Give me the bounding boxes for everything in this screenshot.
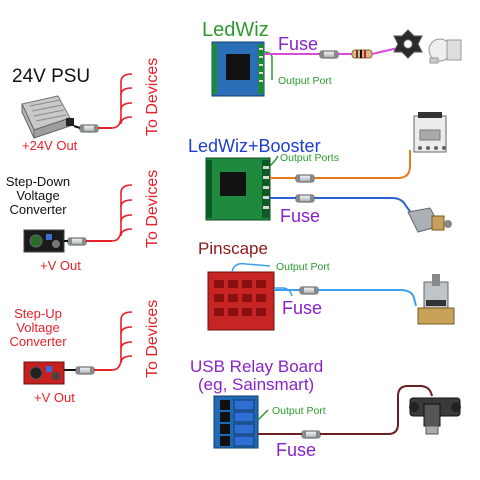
relay-title-l1: USB Relay Board	[190, 357, 323, 376]
booster-fuse-1	[295, 174, 315, 183]
psu-image	[21, 95, 74, 139]
stepup-group: Step-Up Voltage Converter +V Out To Devi…	[9, 300, 161, 405]
booster-title: LedWiz+Booster	[188, 136, 321, 156]
solenoid-icon	[417, 274, 455, 325]
ledwiz-fuse	[319, 50, 339, 59]
stepdown-device-wires	[111, 184, 133, 242]
pinscape-group: Pinscape Output Port Fuse	[198, 239, 455, 331]
psu-group: 24V PSU +24V Out To Devices	[12, 58, 161, 153]
relay-fuse-label: Fuse	[276, 440, 316, 460]
stepdown-title-l2: Voltage	[16, 188, 59, 203]
psu-out-label: +24V Out	[22, 138, 78, 153]
ledwiz-group: LedWiz Output Port Fuse	[202, 19, 462, 97]
stepup-title-l2: Voltage	[16, 320, 59, 335]
ledwiz-port-label: Output Port	[278, 75, 332, 87]
booster-board	[205, 157, 271, 221]
ledwiz-port-arrow	[263, 51, 273, 80]
relay-board	[213, 395, 259, 449]
stepup-out-label: +V Out	[34, 390, 75, 405]
stepup-fuse	[75, 366, 95, 375]
relay-port-label: Output Port	[272, 405, 326, 417]
relay-fuse	[301, 430, 321, 439]
relay-wire	[320, 385, 433, 435]
pinscape-fuse-label: Fuse	[282, 298, 322, 318]
stepdown-image	[23, 229, 65, 253]
stepup-title-l1: Step-Up	[14, 306, 62, 321]
pinscape-board	[207, 271, 275, 331]
stepup-device-wires	[111, 311, 133, 371]
relay-group: USB Relay Board (eg, Sainsmart) Output P…	[190, 357, 461, 460]
stepdown-title-l1: Step-Down	[6, 174, 70, 189]
led-star-icon	[393, 29, 423, 59]
contactor-icon	[413, 112, 447, 153]
ledwiz-board	[211, 41, 265, 97]
pinscape-title: Pinscape	[198, 239, 268, 258]
stepdown-title-l3: Converter	[9, 202, 67, 217]
psu-to-devices-label: To Devices	[144, 58, 161, 136]
stepup-image	[23, 361, 65, 385]
ledwiz-fuse-label: Fuse	[278, 34, 318, 54]
psu-device-wires	[111, 73, 133, 129]
pinscape-port-label: Output Port	[276, 261, 330, 273]
pinscape-wire	[318, 289, 417, 307]
booster-group: LedWiz+Booster Output Ports Fuse	[188, 112, 452, 233]
stepdown-fuse	[67, 237, 87, 246]
booster-wire-blue	[314, 197, 413, 215]
psu-fuse	[79, 124, 99, 133]
stepdown-to-devices-label: To Devices	[144, 170, 161, 248]
relay-title-l2: (eg, Sainsmart)	[198, 375, 314, 394]
booster-fuse-label: Fuse	[280, 206, 320, 226]
ledwiz-title: LedWiz	[202, 19, 269, 41]
booster-port-label: Output Ports	[280, 152, 339, 164]
booster-fuse-2	[295, 194, 315, 203]
stepup-to-devices-label: To Devices	[144, 300, 161, 378]
valve-icon	[409, 397, 461, 435]
stepup-title-l3: Converter	[9, 334, 67, 349]
stepdown-group: Step-Down Voltage Converter +V Out To De…	[6, 170, 161, 273]
psu-title: 24V PSU	[12, 66, 90, 87]
resistor	[351, 49, 373, 59]
lamp-socket-icon	[428, 38, 462, 64]
pinscape-fuse	[299, 286, 319, 295]
stepdown-out-label: +V Out	[40, 258, 81, 273]
booster-wire-orange	[314, 150, 411, 179]
gear-motor-icon	[407, 207, 452, 233]
